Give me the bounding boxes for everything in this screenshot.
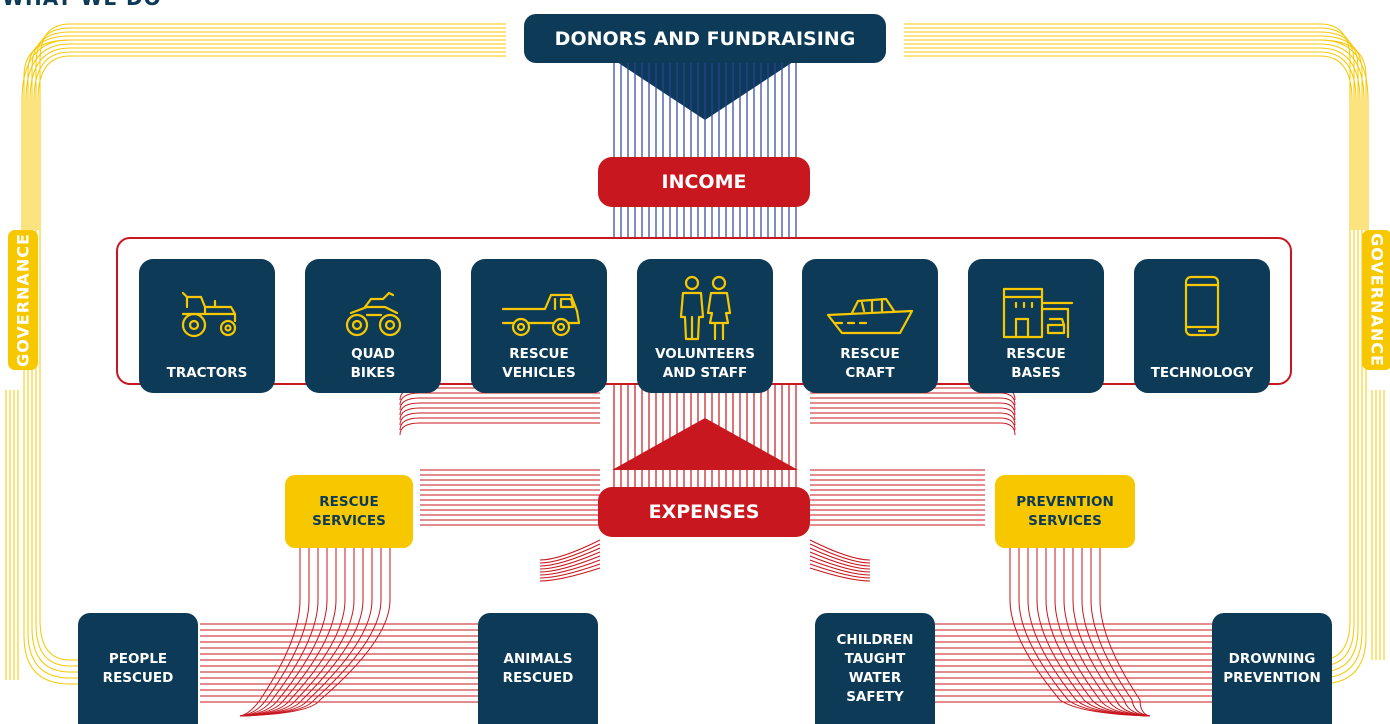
phone-icon — [1134, 267, 1270, 345]
heading-fragment: WHAT WE DO — [0, 0, 200, 8]
boat-icon — [802, 267, 938, 345]
asset-label: CRAFT — [845, 365, 895, 381]
asset-tile-1: QUAD BIKES — [305, 259, 441, 393]
asset-tile-2: RESCUE VEHICLES — [471, 259, 607, 393]
asset-tile-4: RESCUE CRAFT — [802, 259, 938, 393]
donors-node: DONORS AND FUNDRAISING — [524, 14, 886, 63]
governance-left-label: GOVERNANCE — [8, 230, 38, 370]
people-rescued-node: PEOPLE RESCUED — [78, 613, 198, 724]
asset-label: RESCUE — [840, 346, 900, 362]
governance-right-label: GOVERNANCE — [1362, 230, 1390, 370]
animals-rescued-node: ANIMALS RESCUED — [478, 613, 598, 724]
tractor-icon — [139, 267, 275, 345]
expenses-node: EXPENSES — [598, 487, 810, 537]
asset-label: AND STAFF — [662, 365, 748, 381]
asset-tile-0: TRACTORS — [139, 259, 275, 393]
children-taught-node: CHILDREN TAUGHT WATER SAFETY — [815, 613, 935, 724]
rescue-services-node: RESCUE SERVICES — [285, 475, 413, 548]
asset-label: QUAD — [351, 346, 395, 362]
asset-label: BIKES — [350, 365, 396, 381]
asset-label: RESCUE — [509, 346, 569, 362]
building-icon — [968, 267, 1104, 345]
asset-tile-6: TECHNOLOGY — [1134, 259, 1270, 393]
asset-label: TRACTORS — [166, 365, 248, 381]
asset-label: RESCUE — [1006, 346, 1066, 362]
asset-label: TECHNOLOGY — [1150, 365, 1254, 381]
asset-tile-3: VOLUNTEERS AND STAFF — [637, 259, 773, 393]
asset-tile-5: RESCUE BASES — [968, 259, 1104, 393]
rescue-vehicle-icon — [471, 267, 607, 345]
income-node: INCOME — [598, 157, 810, 207]
drowning-prevention-node: DROWNING PREVENTION — [1212, 613, 1332, 724]
quad-bike-icon — [305, 267, 441, 345]
asset-label: VOLUNTEERS — [655, 346, 755, 362]
asset-label: BASES — [1011, 365, 1061, 381]
asset-label: VEHICLES — [502, 365, 576, 381]
prevention-services-node: PREVENTION SERVICES — [995, 475, 1135, 548]
people-icon — [637, 267, 773, 345]
